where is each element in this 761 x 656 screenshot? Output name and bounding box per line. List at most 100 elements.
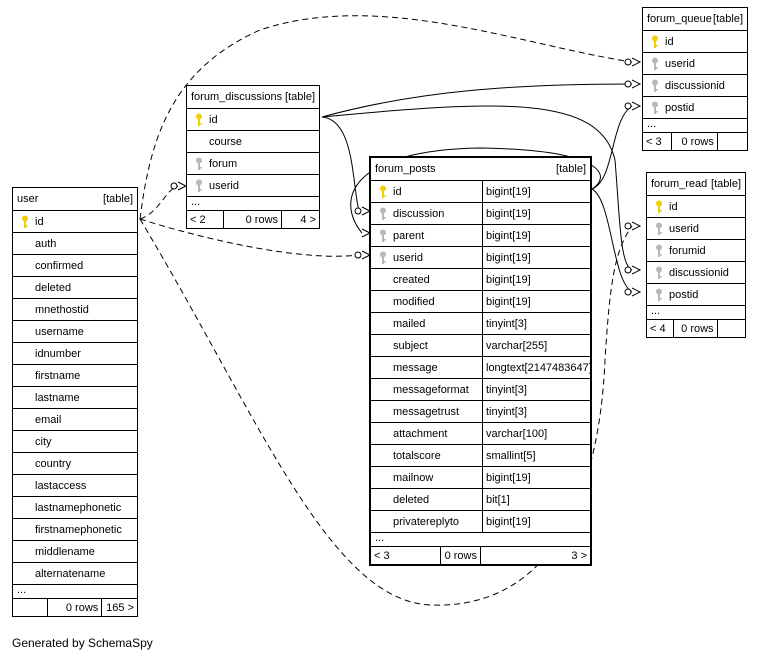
foreign-key-icon: [651, 222, 667, 236]
footer-parents: < 2: [187, 211, 224, 228]
column-name: mailed: [393, 317, 426, 330]
column-name: mailnow: [393, 471, 434, 484]
edge-user-forum-queue: [139, 15, 633, 220]
column-row[interactable]: postid: [643, 96, 747, 118]
crowfoot-marker: [631, 287, 642, 297]
column-row[interactable]: discussionid: [643, 74, 747, 96]
column-row[interactable]: city: [13, 430, 137, 452]
column-row[interactable]: email: [13, 408, 137, 430]
foreign-key-icon: [651, 266, 667, 280]
column-row[interactable]: middlename: [13, 540, 137, 562]
column-row[interactable]: forum: [187, 152, 319, 174]
crowfoot-marker: [631, 57, 642, 67]
edge-end-marker: [354, 207, 362, 215]
column-row[interactable]: privatereplyto bigint[19]: [371, 510, 590, 532]
column-row[interactable]: forumid: [647, 239, 745, 261]
column-row[interactable]: country: [13, 452, 137, 474]
column-row[interactable]: id: [647, 195, 745, 217]
column-row[interactable]: userid: [647, 217, 745, 239]
column-name: id: [669, 200, 678, 213]
more-columns-ellipsis: ...: [13, 584, 137, 598]
foreign-key-icon: [191, 179, 207, 193]
column-name: alternatename: [35, 567, 106, 580]
column-row[interactable]: id: [643, 30, 747, 52]
column-row[interactable]: idnumber: [13, 342, 137, 364]
footer-parents: < 4: [647, 320, 675, 337]
column-row[interactable]: id: [187, 108, 319, 130]
column-name: privatereplyto: [393, 515, 460, 528]
column-row[interactable]: username: [13, 320, 137, 342]
column-name: middlename: [35, 545, 95, 558]
column-row[interactable]: discussionid: [647, 261, 745, 283]
column-type: smallint[5]: [482, 445, 590, 466]
edge-posts-parent: [350, 147, 601, 234]
column-name: messagetrust: [393, 405, 460, 418]
foreign-key-icon: [191, 157, 207, 171]
column-type: varchar[100]: [482, 423, 590, 444]
table-name: forum_queue: [647, 13, 712, 25]
footer-parents: < 3: [371, 547, 441, 564]
column-row[interactable]: firstnamephonetic: [13, 518, 137, 540]
edge-discussions-posts: [321, 116, 360, 212]
column-type: varchar[255]: [482, 335, 590, 356]
table-name: user: [17, 193, 39, 205]
column-name: country: [35, 457, 72, 470]
table-header: forum_queue[table]: [643, 8, 747, 30]
footer-rows: 0 rows: [441, 547, 481, 564]
column-row[interactable]: confirmed: [13, 254, 137, 276]
footer-parents: < 3: [643, 133, 673, 150]
primary-key-icon: [17, 215, 33, 229]
column-row[interactable]: postid: [647, 283, 745, 305]
table-header: forum_posts[table]: [371, 158, 590, 180]
column-row[interactable]: lastname: [13, 386, 137, 408]
edge-user-forum-posts: [139, 218, 360, 257]
column-name: confirmed: [35, 259, 84, 272]
column-name: parent: [393, 229, 425, 242]
foreign-key-icon: [375, 251, 391, 265]
column-row[interactable]: id: [13, 210, 137, 232]
column-row[interactable]: mnethostid: [13, 298, 137, 320]
credit-text: Generated by SchemaSpy: [12, 636, 153, 650]
column-row[interactable]: course: [187, 130, 319, 152]
column-row[interactable]: firstname: [13, 364, 137, 386]
column-row[interactable]: userid: [643, 52, 747, 74]
column-row[interactable]: userid: [187, 174, 319, 196]
foreign-key-icon: [651, 244, 667, 258]
column-name: userid: [669, 222, 699, 235]
column-row[interactable]: alternatename: [13, 562, 137, 584]
column-type: bigint[19]: [482, 181, 590, 202]
table-name: forum_posts: [375, 163, 436, 175]
footer-children: 165 >: [106, 601, 134, 614]
column-row[interactable]: lastnamephonetic: [13, 496, 137, 518]
column-type: bigint[19]: [482, 291, 590, 312]
column-type: bigint[19]: [482, 511, 590, 532]
more-columns-ellipsis: ...: [371, 532, 590, 546]
more-columns-ellipsis: ...: [187, 196, 319, 210]
column-name: deleted: [35, 281, 72, 294]
column-row[interactable]: deleted: [13, 276, 137, 298]
column-row[interactable]: lastaccess: [13, 474, 137, 496]
column-row[interactable]: auth: [13, 232, 137, 254]
column-name: id: [665, 35, 674, 48]
